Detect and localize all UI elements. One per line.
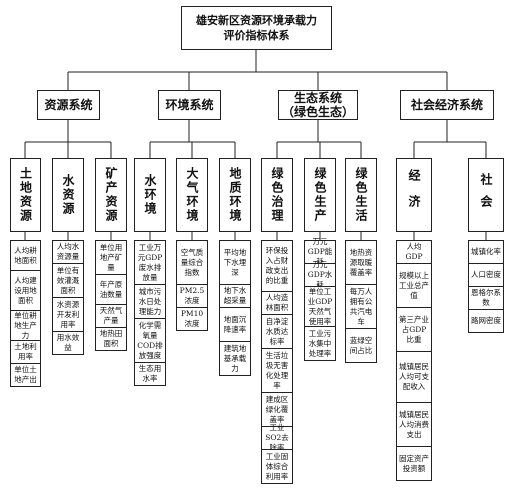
indicator-box: 人均造林面积 — [261, 291, 293, 315]
indicator-box: 路网密度 — [468, 309, 504, 333]
root-title-line2: 评价指标体系 — [223, 29, 290, 42]
indicator-box: 工业万元GDP废水排放量 — [134, 240, 166, 285]
indicator-box: 地面沉降速率 — [219, 307, 251, 342]
indicator-column-mineral: 单位用地产矿量 年产原油数量 天然气产量 地热田面积 — [95, 240, 127, 351]
subsystem-label: 土地资源 — [18, 167, 33, 223]
indicator-column-green-life: 地热资源取暖覆盖率 每万人拥有公共汽电车 蓝绿空间占比 — [345, 240, 377, 363]
indicator-box: 地下水超采量 — [219, 284, 251, 308]
indicator-box: 化学需氧量COD排放强度 — [134, 318, 166, 363]
indicator-box: 人口密度 — [468, 263, 504, 287]
indicator-column-economy: 人均GDP 规模以上工业总产值 第三产业占GDP比重 城镇居民人均可支配收入 城… — [396, 240, 432, 481]
indicator-box: 蓝绿空间占比 — [345, 328, 377, 363]
subsystem-label: 水资源 — [61, 174, 75, 216]
indicator-box: 年产原油数量 — [95, 274, 127, 305]
root-title-line1: 雄安新区资源环境承载力 — [196, 14, 317, 27]
indicator-column-society: 城镇化率 人口密度 恩格尔系数 路网密度 — [468, 240, 504, 333]
subsystem-water: 水资源 — [52, 158, 84, 232]
subsystem-label: 经济 — [407, 169, 421, 221]
subsystem-green-production: 绿色生产 — [304, 158, 336, 232]
indicator-box: 空气质量综合指数 — [176, 240, 208, 285]
subsystem-green-life: 绿色生活 — [345, 158, 377, 232]
indicator-box: 人均耕地面积 — [10, 240, 41, 271]
indicator-box: 天然气产量 — [95, 304, 127, 328]
indicator-box: 建成区绿化覆盖率 — [261, 392, 293, 427]
indicator-box: 生活垃圾无害化处理率 — [261, 348, 293, 393]
subsystem-society: 社会 — [468, 158, 504, 232]
subsystem-geo-env: 地质环境 — [219, 158, 251, 232]
subsystem-label: 大气环境 — [185, 167, 199, 223]
system-label: 资源系统 — [44, 98, 93, 112]
indicator-column-water: 人均水资源量 单位有效灌溉面积 水资源开发利用率 用水效益 — [52, 240, 84, 355]
indicator-box: 工业固体综合利用率 — [261, 449, 293, 484]
subsystem-mineral: 矿产资源 — [95, 158, 127, 232]
indicator-box: 固定资产投资额 — [396, 446, 432, 481]
indicator-box: 水资源开发利用率 — [52, 297, 84, 332]
indicator-box: 万元GDP水耗 — [304, 260, 336, 289]
subsystem-label: 地质环境 — [228, 167, 242, 223]
indicator-box: 生态用水率 — [134, 362, 166, 386]
subsystem-economy: 经济 — [396, 158, 432, 232]
indicator-box: 单位工业GDP天然气使用率 — [304, 286, 336, 327]
indicator-box: 城市污水日处理能力 — [134, 284, 166, 319]
indicator-box: 工业污水集中处理率 — [304, 326, 336, 361]
indicator-box: 单位用地产矿量 — [95, 240, 127, 275]
subsystem-label: 绿色治理 — [270, 167, 284, 223]
system-label: 生态系统 （绿色生态） — [281, 91, 354, 119]
system-resources: 资源系统 — [37, 90, 100, 120]
indicator-column-green-production: 万元GDP能耗 万元GDP水耗 单位工业GDP天然气使用率 工业污水集中处理率 — [304, 237, 336, 361]
system-socioeconomic: 社会经济系统 — [400, 90, 494, 120]
indicator-box: 人均GDP — [396, 240, 432, 264]
subsystem-green-governance: 绿色治理 — [261, 158, 293, 232]
system-label: 社会经济系统 — [410, 98, 483, 112]
indicator-box: 单位耕地生产力 — [10, 310, 41, 341]
indicator-box: 规模以上工业总产值 — [396, 263, 432, 308]
indicator-box: 人均水资源量 — [52, 240, 84, 264]
indicator-box: 万元GDP能耗 — [304, 237, 336, 266]
indicator-box: 城镇居民人均消费支出 — [396, 402, 432, 447]
indicator-box: 土地利用率 — [10, 340, 41, 364]
indicator-column-air-env: 空气质量综合指数 PM2.5浓度 PM10浓度 — [176, 240, 208, 331]
indicator-box: 第三产业占GDP比重 — [396, 307, 432, 352]
indicator-box: 平均地下水埋深 — [219, 240, 251, 285]
indicator-column-land: 人均耕地面积 人均建设用地面积 单位耕地生产力 土地利用率 单位土地产出 — [10, 240, 41, 387]
subsystem-label: 水环境 — [143, 174, 157, 216]
indicator-box: 地热资源取暖覆盖率 — [345, 240, 377, 285]
indicator-box: 每万人拥有公共汽电车 — [345, 284, 377, 329]
indicator-box: 城镇居民人均可支配收入 — [396, 351, 432, 403]
indicator-box: 用水效益 — [52, 331, 84, 355]
indicator-box: 建筑地基承载力 — [219, 341, 251, 376]
subsystem-label: 绿色生产 — [313, 167, 327, 223]
subsystem-water-env: 水环境 — [134, 158, 166, 232]
indicator-box: 工业SO2去除率 — [261, 423, 293, 452]
system-label: 环境系统 — [165, 98, 214, 112]
subsystem-land: 土地资源 — [10, 158, 41, 232]
indicator-box: 自净淀水质达标率 — [261, 314, 293, 349]
indicator-box: 城镇化率 — [468, 240, 504, 264]
indicator-box: 地热田面积 — [95, 327, 127, 351]
indicator-box: 单位土地产出 — [10, 363, 41, 387]
indicator-column-geo-env: 平均地下水埋深 地下水超采量 地面沉降速率 建筑地基承载力 — [219, 240, 251, 376]
indicator-column-green-governance: 环保投入占财政支出的比重 人均造林面积 自净淀水质达标率 生活垃圾无害化处理率 … — [261, 240, 293, 484]
indicator-box: PM2.5浓度 — [176, 284, 208, 308]
indicator-box: 环保投入占财政支出的比重 — [261, 240, 293, 292]
indicator-box: 恩格尔系数 — [468, 286, 504, 310]
subsystem-air-env: 大气环境 — [176, 158, 208, 232]
system-environment: 环境系统 — [158, 90, 221, 120]
indicator-box: 人均建设用地面积 — [10, 270, 41, 311]
subsystem-label: 社会 — [479, 173, 493, 217]
subsystem-label: 矿产资源 — [104, 167, 118, 223]
system-ecology: 生态系统 （绿色生态） — [278, 90, 358, 120]
root-node: 雄安新区资源环境承载力 评价指标体系 — [181, 6, 332, 50]
indicator-box: PM10浓度 — [176, 307, 208, 331]
subsystem-label: 绿色生活 — [354, 167, 368, 223]
indicator-box: 单位有效灌溉面积 — [52, 263, 84, 298]
indicator-column-water-env: 工业万元GDP废水排放量 城市污水日处理能力 化学需氧量COD排放强度 生态用水… — [134, 240, 166, 386]
